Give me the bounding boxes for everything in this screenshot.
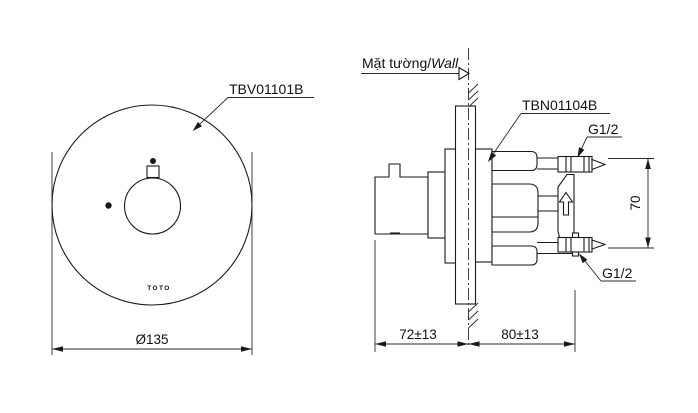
top-pipe-fitting: [557, 155, 593, 173]
side-part-leader-line: [488, 113, 522, 161]
height-dim-arrow-bottom: [645, 237, 651, 248]
valve-mounting-flange: [474, 148, 493, 263]
bottom-fitting-cone-tip: [591, 239, 607, 250]
index-dot-top: [150, 158, 156, 164]
wall-label-vietnamese: Mặt tường/: [362, 55, 431, 71]
wall-label-english: Wall: [431, 55, 459, 71]
wall-hatch-top-2: [468, 90, 479, 101]
handle-side-profile: [374, 163, 429, 235]
wall-hatch-top-1: [468, 83, 479, 94]
valve-main-body: [491, 183, 539, 233]
dim-arrow-right: [241, 346, 252, 352]
wall-hatch-top-3: [468, 97, 479, 108]
side-part-leader-arrow: [488, 152, 497, 162]
index-dot-left: [105, 202, 112, 209]
top-fitting-cone-tip: [591, 158, 607, 171]
front-view: TOTO TBV01101B Ø135: [51, 81, 314, 355]
flow-direction-up-arrow: [558, 191, 574, 216]
side-view: Mặt tường/Wall TBN01104B G1/2 G1/2 70: [361, 48, 654, 352]
handle-stem: [427, 171, 446, 239]
escutcheon-collar: [444, 148, 457, 264]
side-part-label: TBN01104B: [522, 97, 597, 113]
bottom-pipe-fitting: [557, 236, 593, 253]
diameter-dimension-text: Ø135: [135, 332, 168, 347]
top-fitting-leader-arrow: [577, 147, 585, 158]
depth-dim-arrow-center-right: [468, 341, 480, 347]
height-dim-arrow-top: [645, 158, 651, 169]
wall-hatch-bottom-2: [468, 310, 479, 321]
escutcheon-plate: [454, 105, 477, 305]
wall-hatch-bottom-1: [468, 302, 479, 313]
top-fitting-label: G1/2: [588, 121, 619, 137]
wall-pointer-triangle: [458, 66, 471, 81]
depth-dim-arrow-far-left: [375, 341, 386, 347]
brand-logo-text: TOTO: [147, 285, 170, 292]
front-part-leader-arrow: [192, 121, 202, 131]
valve-top-port: [491, 150, 538, 172]
depth-front-wall-text: 80±13: [501, 327, 538, 342]
handle-index-tab: [146, 165, 160, 179]
bottom-fitting-leader-arrow: [579, 253, 588, 264]
front-part-label: TBV01101B: [229, 81, 303, 97]
handle-circle: [123, 177, 182, 235]
wall-surface-label: Mặt tường/Wall: [362, 55, 459, 71]
depth-dim-arrow-center-left: [457, 341, 469, 347]
depth-behind-wall-text: 72±13: [399, 327, 436, 342]
wall-hatch-bottom-3: [468, 318, 479, 329]
valve-bottom-port: [491, 245, 538, 266]
trim-plate-circle: [51, 104, 253, 306]
bottom-fitting-label: G1/2: [602, 265, 633, 281]
height-dimension-text: 70: [628, 195, 643, 210]
dim-arrow-left: [52, 346, 63, 352]
depth-dim-arrow-far-right: [564, 341, 575, 347]
